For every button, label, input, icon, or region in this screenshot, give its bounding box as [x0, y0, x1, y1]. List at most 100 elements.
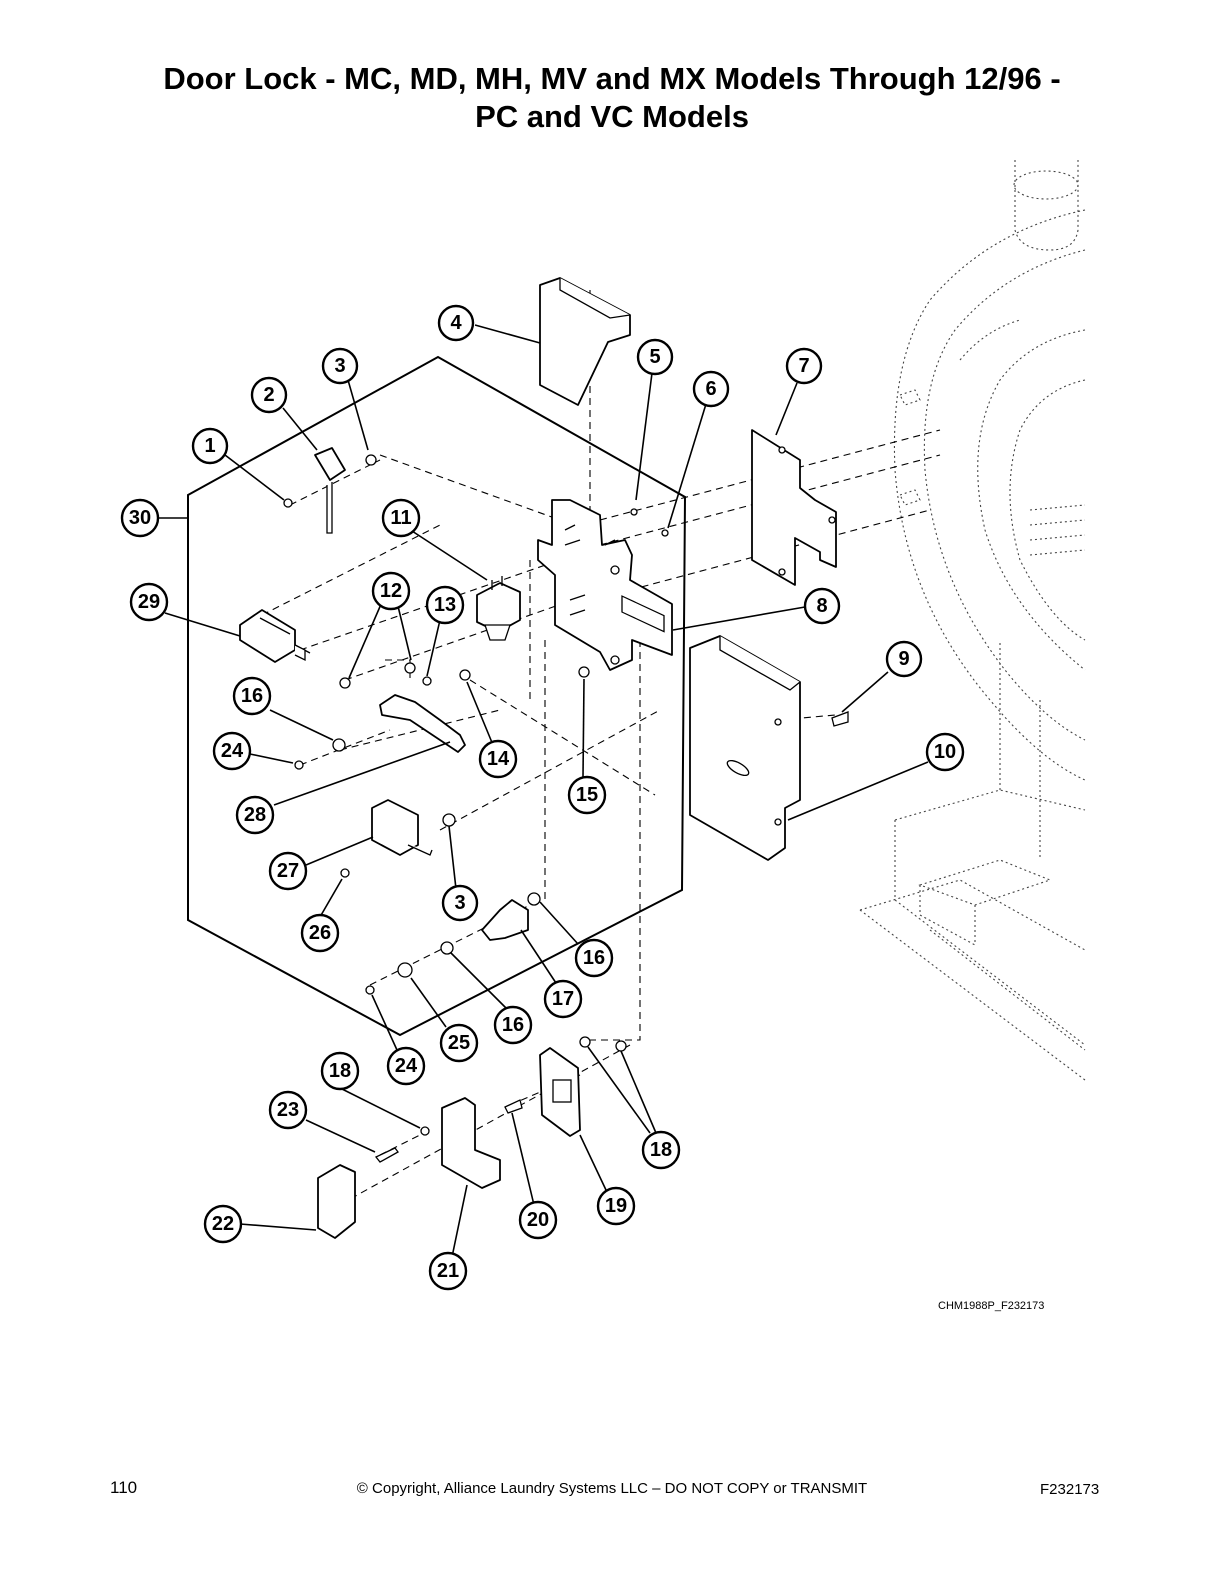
- callout-label: 6: [705, 378, 716, 400]
- callout-label: 20: [527, 1209, 549, 1231]
- callout-label: 9: [898, 648, 909, 670]
- callout-label: 7: [798, 355, 809, 377]
- callout-label: 12: [380, 580, 402, 602]
- callout-12: 12: [371, 571, 411, 611]
- callout-label: 21: [437, 1260, 459, 1282]
- callout-8: 8: [803, 587, 841, 625]
- part-17-latch: [481, 899, 529, 941]
- part-11-relay: [476, 576, 521, 641]
- callout-label: 24: [221, 740, 244, 762]
- callout-18-b: 18: [641, 1130, 681, 1170]
- footer-doc-code: F232173: [1040, 1481, 1100, 1498]
- part-10-cover: [689, 635, 801, 861]
- callout-20: 20: [518, 1200, 558, 1240]
- callout-label: 15: [576, 784, 598, 806]
- callout-16-b: 16: [574, 938, 614, 978]
- part-2-switch: [314, 447, 346, 534]
- callout-label: 16: [583, 947, 605, 969]
- part-21-bracket: [441, 1097, 501, 1189]
- callout-16-c: 16: [493, 1005, 533, 1045]
- footer-page-number: 110: [110, 1478, 138, 1497]
- callout-label: 8: [816, 595, 827, 617]
- callout-30: 30: [120, 498, 160, 538]
- part-20-screw: [504, 1099, 523, 1114]
- callout-4: 4: [437, 304, 475, 342]
- callout-11: 11: [381, 498, 421, 538]
- part-28-latch-lever: [379, 694, 466, 753]
- callout-label: 4: [450, 312, 462, 334]
- callout-19: 19: [596, 1186, 636, 1226]
- callout-10: 10: [925, 732, 965, 772]
- part-19-plate: [539, 1047, 581, 1137]
- callout-25: 25: [439, 1023, 479, 1063]
- callout-28: 28: [235, 795, 275, 835]
- part-29-solenoid: [239, 609, 311, 663]
- callout-label: 24: [395, 1055, 418, 1077]
- callout-27: 27: [268, 851, 308, 891]
- callout-label: 3: [454, 892, 465, 914]
- part-9-screw: [831, 711, 849, 727]
- callout-label: 28: [244, 804, 266, 826]
- callout-3: 3: [321, 347, 359, 385]
- callout-26: 26: [300, 913, 340, 953]
- drawing-code: CHM1988P_F232173: [938, 1300, 1045, 1312]
- callout-3-b: 3: [441, 884, 479, 922]
- part-4-cover-bracket: [539, 277, 631, 406]
- leader-lines: [155, 324, 929, 1258]
- callout-label: 23: [277, 1099, 299, 1121]
- callout-label: 17: [552, 988, 574, 1010]
- callout-label: 19: [605, 1195, 627, 1217]
- callout-label: 25: [448, 1032, 470, 1054]
- callout-label: 29: [138, 591, 160, 613]
- callout-label: 27: [277, 860, 299, 882]
- callout-label: 13: [434, 594, 456, 616]
- part-27-actuator: [371, 799, 433, 856]
- callout-24-b: 24: [386, 1046, 426, 1086]
- callout-label: 16: [502, 1014, 524, 1036]
- part-23-screw: [374, 1147, 399, 1163]
- callout-7: 7: [785, 347, 823, 385]
- title-line-1: Door Lock - MC, MD, MH, MV and MX Models…: [163, 61, 1061, 96]
- part-8-bracket: [537, 499, 673, 671]
- callout-23: 23: [268, 1090, 308, 1130]
- callout-29: 29: [129, 582, 169, 622]
- callout-label: 3: [334, 355, 345, 377]
- callout-label: 18: [329, 1060, 351, 1082]
- callout-5: 5: [636, 338, 674, 376]
- callout-1: 1: [191, 427, 229, 465]
- part-22-bracket: [317, 1164, 356, 1239]
- callout-label: 22: [212, 1213, 234, 1235]
- callout-label: 5: [649, 346, 660, 368]
- callout-22: 22: [203, 1204, 243, 1244]
- footer-copyright: © Copyright, Alliance Laundry Systems LL…: [356, 1480, 868, 1497]
- callout-label: 2: [263, 384, 274, 406]
- callout-label: 1: [204, 435, 215, 457]
- callout-9: 9: [885, 640, 923, 678]
- callout-label: 14: [487, 748, 510, 770]
- callout-14: 14: [478, 739, 518, 779]
- callout-label: 26: [309, 922, 331, 944]
- callout-label: 11: [390, 507, 411, 529]
- callout-label: 10: [934, 741, 956, 763]
- page-title: Door Lock - MC, MD, MH, MV and MX Models…: [0, 60, 1224, 136]
- callout-16: 16: [232, 676, 272, 716]
- small-hardware: [283, 454, 669, 1136]
- assembly-guidelines: [261, 290, 941, 1211]
- callout-13: 13: [425, 585, 465, 625]
- callout-label: 30: [129, 507, 151, 529]
- callout-24: 24: [212, 731, 252, 771]
- callout-2: 2: [250, 376, 288, 414]
- machine-ghost-outline: [859, 160, 1086, 1081]
- part-7-plate: [751, 429, 837, 586]
- callout-6: 6: [692, 370, 730, 408]
- callout-label: 18: [650, 1139, 672, 1161]
- title-line-2: PC and VC Models: [475, 99, 749, 134]
- callout-17: 17: [543, 979, 583, 1019]
- door-panel-30: [187, 355, 687, 1037]
- callout-label: 16: [241, 685, 263, 707]
- callout-15: 15: [567, 775, 607, 815]
- callout-21: 21: [428, 1251, 468, 1291]
- callout-18: 18: [320, 1051, 360, 1091]
